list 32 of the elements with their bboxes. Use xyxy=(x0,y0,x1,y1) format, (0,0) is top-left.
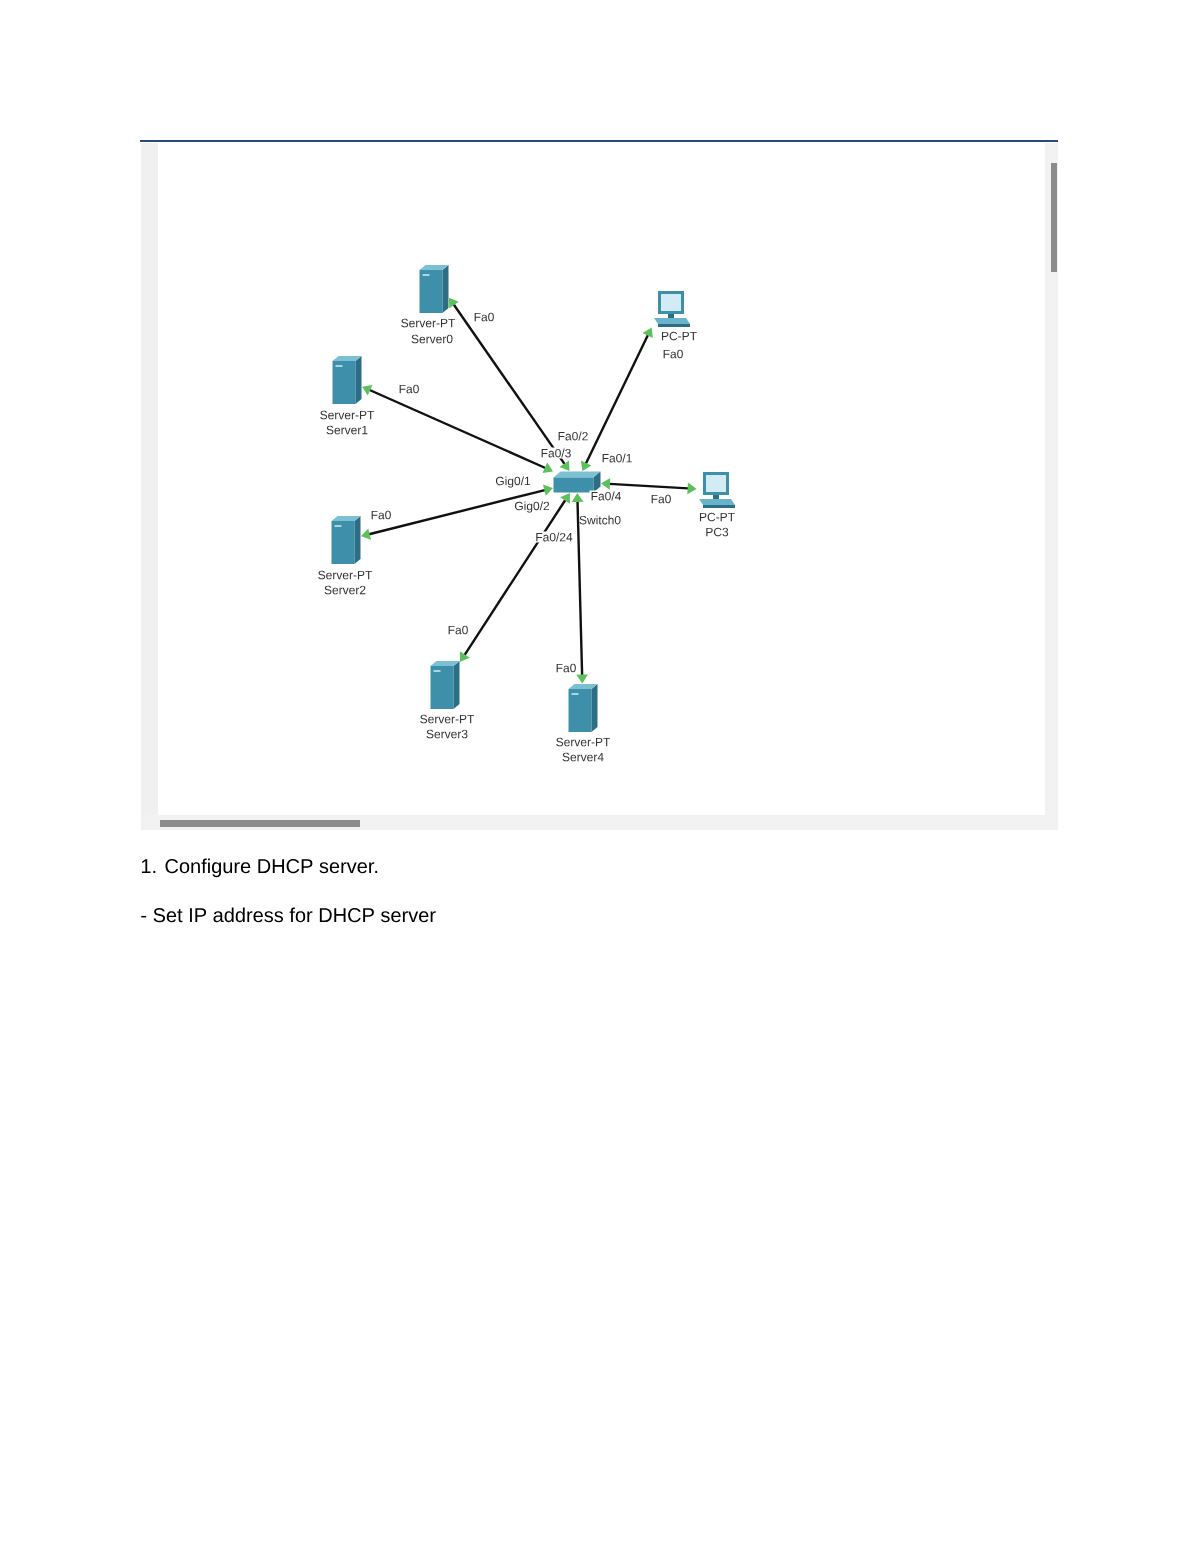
port-label: Fa0 xyxy=(661,348,685,360)
port-label: Fa0/24 xyxy=(534,531,574,543)
device-label: PC-PT xyxy=(662,331,697,341)
cable-line xyxy=(361,484,553,540)
device-label: Server1 xyxy=(326,425,368,435)
device-label: PC3 xyxy=(706,527,729,537)
device-label: Server-PT xyxy=(318,570,373,580)
port-label: Fa0 xyxy=(472,311,496,323)
port-label: Fa0/3 xyxy=(539,447,573,459)
device-label: Server3 xyxy=(426,729,468,739)
port-label: Fa0 xyxy=(446,624,470,636)
port-label: Fa0/4 xyxy=(589,490,623,502)
device-label: Switch0 xyxy=(579,515,621,525)
port-label: Gig0/2 xyxy=(513,500,551,514)
device-label: Server4 xyxy=(562,752,604,762)
instruction-text: 1. Configure DHCP server. xyxy=(141,858,378,878)
port-label: Fa0 xyxy=(397,383,421,395)
port-label: Fa0/1 xyxy=(600,452,634,464)
device-label: Server0 xyxy=(411,334,453,344)
device-label: PC-PT xyxy=(700,512,735,522)
device-label: Server-PT xyxy=(401,318,456,328)
port-label: Gig0/1 xyxy=(494,475,532,489)
cable-line xyxy=(459,493,570,662)
port-label: Fa0/2 xyxy=(556,430,590,442)
port-label: Fa0 xyxy=(554,662,578,674)
device-label: Server-PT xyxy=(420,714,475,724)
instruction-text: - Set IP address for DHCP server xyxy=(141,907,436,923)
port-label: Fa0 xyxy=(649,493,673,505)
device-label: Server-PT xyxy=(556,737,611,747)
device-label: Server2 xyxy=(324,585,366,595)
port-label: Fa0 xyxy=(369,509,393,521)
device-label: Server-PT xyxy=(320,410,375,420)
